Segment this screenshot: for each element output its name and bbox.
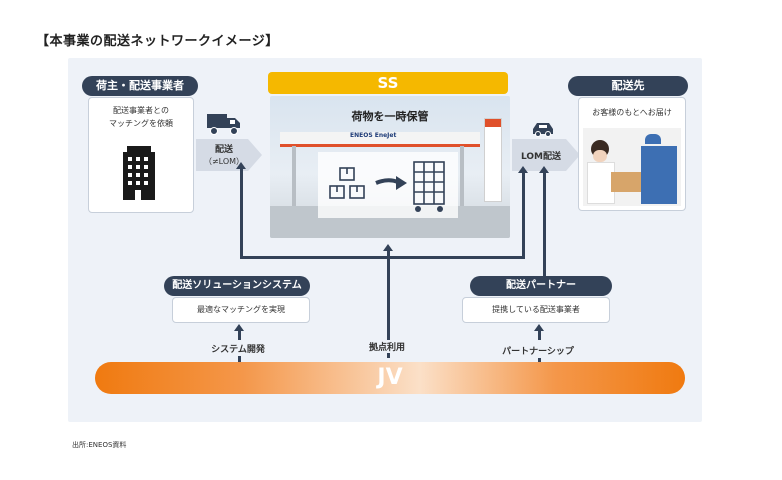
courier-cap xyxy=(645,134,661,144)
arrow-head xyxy=(539,166,549,173)
shipper-desc-line2: マッチングを依頼 xyxy=(109,119,173,128)
solution-header: 配送ソリューションシステム xyxy=(164,276,310,296)
lom-delivery-label: LOM配送 xyxy=(520,152,562,162)
delivery-arrow-label: 配送 xyxy=(214,145,233,155)
car-icon xyxy=(533,123,553,137)
connector-line xyxy=(238,356,241,362)
lom-delivery-arrow xyxy=(512,139,580,171)
package-icon xyxy=(329,167,365,199)
price-sign xyxy=(484,118,502,202)
partner-box: 提携している配送事業者 xyxy=(462,297,610,323)
destination-desc: お客様のもとへお届け xyxy=(592,108,672,117)
jv-bar: JV xyxy=(95,362,685,394)
building-icon xyxy=(123,146,155,200)
storage-overlay xyxy=(318,152,458,218)
partner-header: 配送パートナー xyxy=(470,276,612,296)
connector-line xyxy=(538,330,541,340)
courier-body xyxy=(641,146,677,204)
ss-header: SS xyxy=(268,72,508,94)
canopy-pillar xyxy=(460,146,464,206)
page-title: 【本事業の配送ネットワークイメージ】 xyxy=(36,34,279,49)
connector-line xyxy=(538,358,541,362)
parcel xyxy=(611,172,641,192)
price-sign-band xyxy=(485,119,501,127)
source-note: 出所:ENEOS資料 xyxy=(72,441,127,449)
canopy-pillar xyxy=(292,146,296,206)
shipper-box: 配送事業者との マッチングを依頼 xyxy=(88,97,194,213)
ss-brand: ENEOS EneJet xyxy=(350,132,397,139)
arrow-head xyxy=(236,162,246,169)
delivery-arrow-sublabel: （≠LOM） xyxy=(203,157,245,166)
ss-canopy xyxy=(280,132,480,147)
partner-desc: 提携している配送事業者 xyxy=(492,305,580,314)
connector-line xyxy=(387,250,390,358)
system-dev-label: システム開発 xyxy=(211,345,265,355)
destination-header: 配送先 xyxy=(568,76,688,96)
shipper-desc-line1: 配送事業者との xyxy=(113,106,169,115)
connector-line xyxy=(543,172,546,276)
connector-line xyxy=(522,172,525,258)
connector-line xyxy=(240,168,243,258)
partnership-label: パートナーシップ xyxy=(502,347,574,357)
arrow-head xyxy=(518,166,528,173)
truck-icon xyxy=(207,114,240,135)
connector-line xyxy=(238,330,241,340)
arrow-head xyxy=(534,324,544,331)
ss-caption: 荷物を一時保管 xyxy=(351,110,429,123)
solution-box: 最適なマッチングを実現 xyxy=(172,297,310,323)
customer-face xyxy=(593,150,607,162)
shipper-header: 荷主・配送事業者 xyxy=(82,76,198,96)
solution-desc: 最適なマッチングを実現 xyxy=(197,305,285,314)
delivery-photo xyxy=(583,128,681,206)
customer-body xyxy=(587,162,615,204)
cart-icon xyxy=(413,161,445,212)
destination-box: お客様のもとへお届け xyxy=(578,97,686,211)
connector-line xyxy=(240,256,525,259)
arrow-head xyxy=(234,324,244,331)
arrow-head xyxy=(383,244,393,251)
ss-photo: 荷物を一時保管 ENEOS EneJet xyxy=(270,96,510,238)
right-arrow-icon xyxy=(375,176,407,190)
base-use-label: 拠点利用 xyxy=(340,340,434,353)
